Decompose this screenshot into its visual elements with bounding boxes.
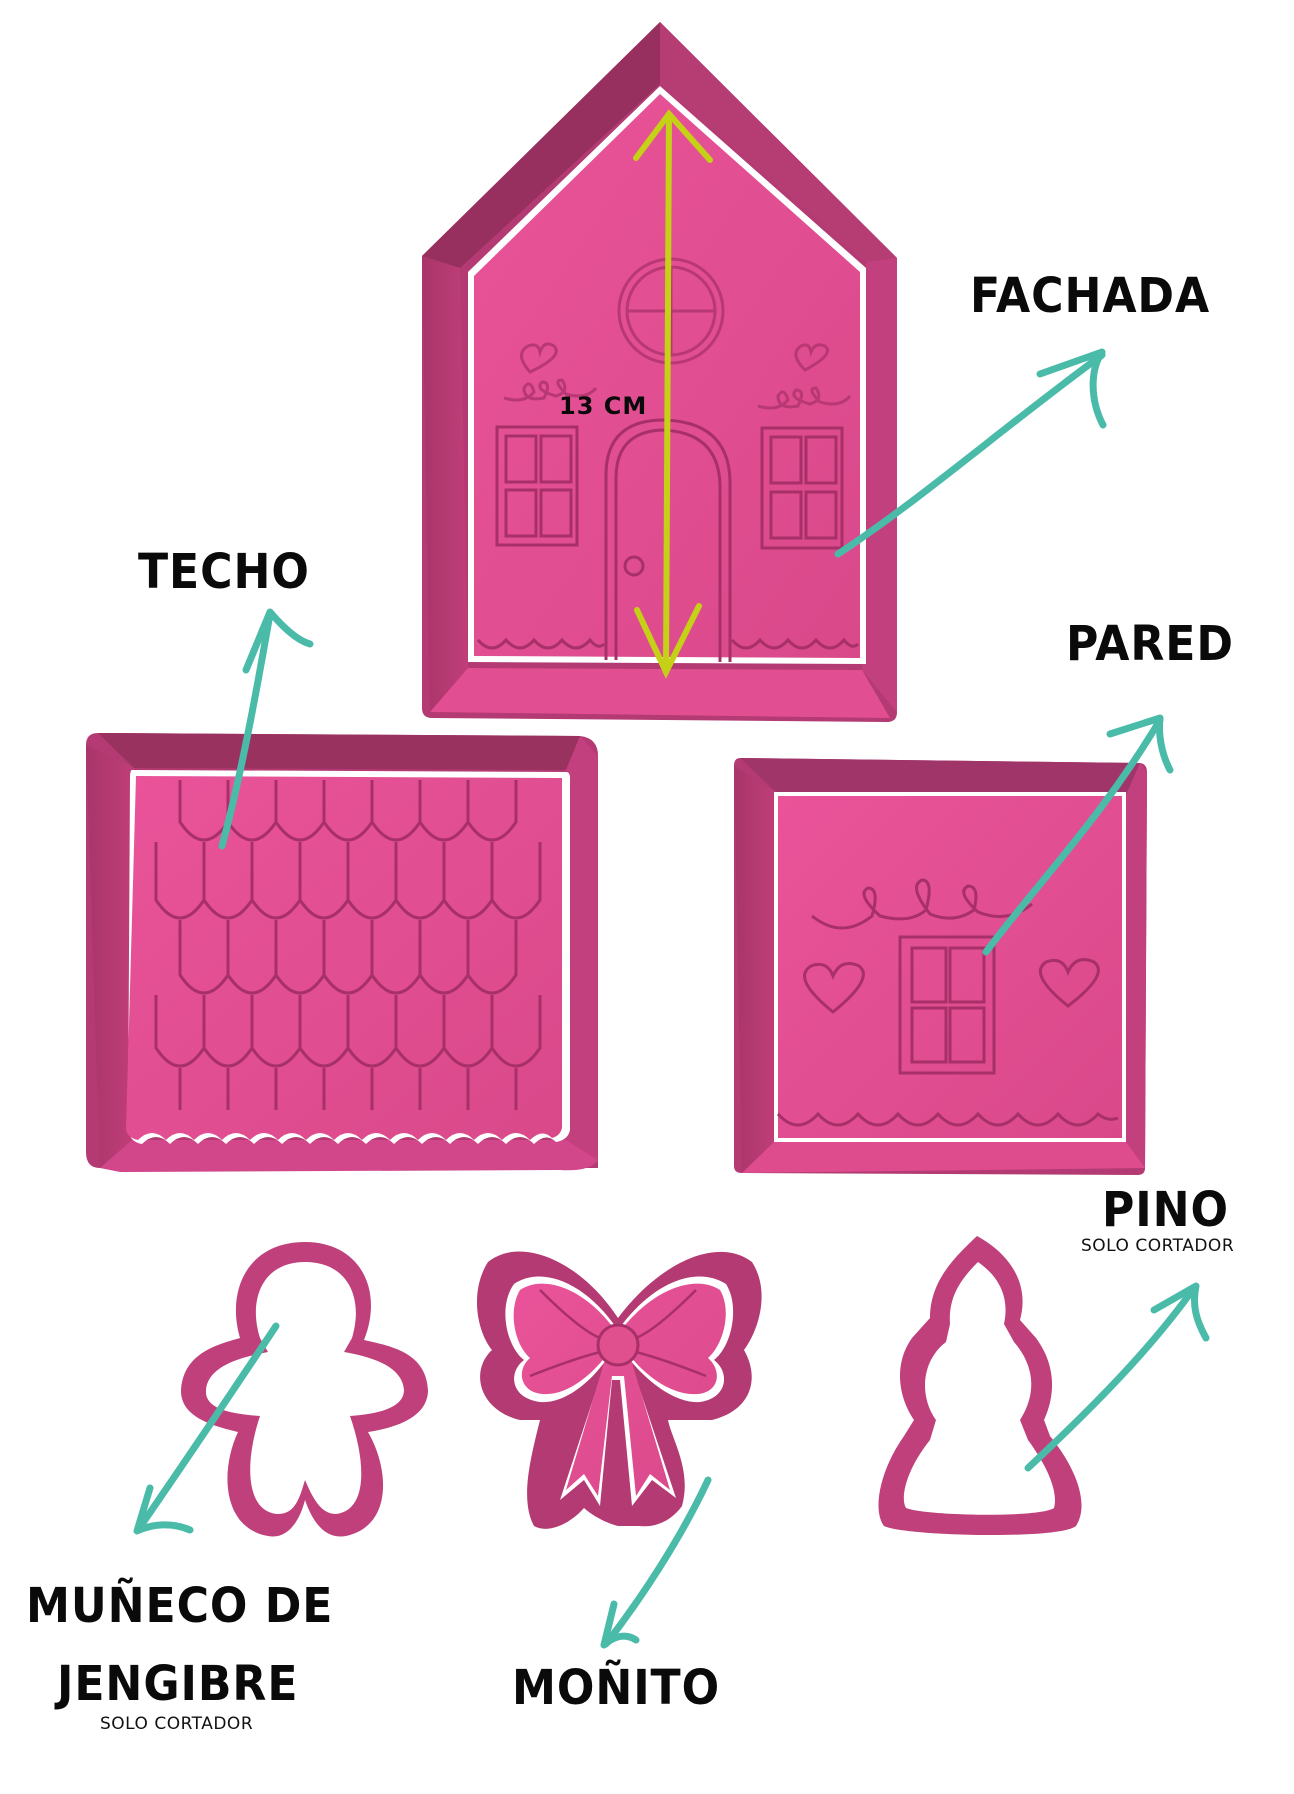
label-monito: MOÑITO [512,1660,721,1716]
pointer-arrows [133,348,1210,1649]
arrowhead-pared [1106,714,1174,774]
note-muneco: SOLO CORTADOR [100,1714,254,1734]
heart-right [794,343,829,372]
muneco-cutter [181,1242,428,1537]
arrowhead-pino [1150,1282,1210,1342]
door [604,418,732,662]
window-left [495,425,579,547]
arrow-pino [1024,1284,1198,1472]
label-techo: TECHO [138,544,310,600]
scallop-left [476,637,606,650]
pared-cutter [734,758,1147,1175]
wall-curls [811,878,1033,930]
label-fachada: FACHADA [970,268,1211,324]
window-right [760,426,844,550]
arrowhead-muneco [133,1484,194,1535]
bow-folds [529,1289,707,1378]
arrow-fachada [834,351,1106,558]
pino-cutter [878,1236,1082,1536]
wall-scallops [776,1111,1119,1127]
roof-shingles [154,780,542,1110]
arrowhead-fachada [1036,348,1107,429]
bow-knot [596,1323,640,1367]
monito-cutter [476,1251,762,1529]
arrowhead-techo [242,608,314,674]
label-pino: PINO [1102,1182,1229,1238]
label-measurement: 13 CM [559,392,648,420]
label-pared: PARED [1066,616,1234,672]
heart-wall-left [803,962,865,1014]
arrow-pared [982,716,1164,956]
curls-right [757,386,852,410]
label-muneco-line1: MUÑECO DE [26,1578,334,1634]
techo-cutter [86,733,598,1172]
heart-wall-right [1038,958,1100,1008]
scallop-right [730,637,860,650]
measurement-arrow [633,109,713,679]
arrow-techo [218,610,274,850]
curls-left [503,378,598,402]
note-pino: SOLO CORTADOR [1081,1236,1235,1256]
arrow-muneco [134,1322,280,1534]
heart-left [520,342,558,374]
arrowhead-monito [600,1600,640,1649]
wall-window [898,935,996,1075]
label-muneco-line2: JENGIBRE [57,1656,299,1712]
arrow-monito [602,1476,712,1648]
fachada-cutter [422,22,897,722]
